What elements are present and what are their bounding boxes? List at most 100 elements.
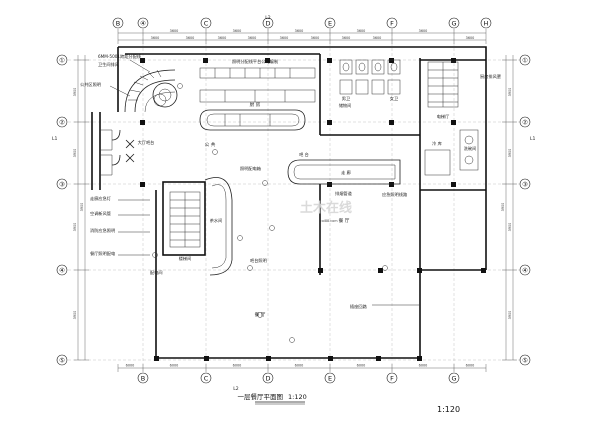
room-elevator-hall: 电梯厅 — [437, 113, 450, 120]
svg-text:3600: 3600 — [311, 36, 320, 40]
svg-text:G: G — [451, 20, 456, 28]
svg-text:3900: 3900 — [508, 311, 512, 320]
svg-text:3600: 3600 — [248, 36, 257, 40]
room-wash: 洗碗间 — [464, 145, 477, 152]
svg-text:①: ① — [522, 57, 528, 65]
svg-text:3600: 3600 — [233, 29, 242, 33]
axis-bubble-left-4: ④ — [56, 264, 68, 276]
axis-bubble-bottom-1: C — [200, 372, 212, 384]
annotation-13: 应急照明线路 — [382, 191, 408, 198]
watermark: 土木在线 coi88.com — [300, 200, 352, 223]
room-upper-corridor: 照明分配线平台公司编制 — [232, 58, 278, 65]
svg-text:②: ② — [522, 119, 528, 127]
toilet-fixtures — [339, 59, 401, 95]
svg-text:④: ④ — [522, 267, 528, 275]
left-axis-bubbles: ① ② ③ ④ ⑤ — [56, 54, 68, 366]
svg-text:3900: 3900 — [73, 311, 77, 320]
svg-text:F: F — [390, 375, 394, 383]
room-labels: 照明分配线平台公司编制 厨 房 储物间 电梯厅 公 共 走 廊 大厅吧台 吧 台… — [138, 58, 477, 318]
axis-bubble-top-7: H — [480, 17, 492, 29]
drawing-title-scale: 1:120 — [288, 393, 307, 401]
room-bar-right: 吧 台 — [299, 151, 309, 158]
top-dimension-chain — [117, 29, 487, 44]
axis-bubble-bottom-4: F — [386, 372, 398, 384]
svg-text:3600: 3600 — [373, 36, 382, 40]
svg-text:④: ④ — [140, 20, 146, 28]
svg-text:6000: 6000 — [295, 364, 304, 368]
annotation-7: 餐厅照明配电 — [90, 250, 116, 257]
axis-bubble-right-4: ④ — [519, 264, 531, 276]
room-storage: 储物间 — [339, 102, 352, 109]
drawing-title-block: 一层餐厅平面图 1:120 1:120 — [238, 392, 461, 414]
svg-text:6000: 6000 — [170, 364, 179, 368]
svg-text:3900: 3900 — [508, 88, 512, 97]
annotation-4: 走廊应急灯 — [90, 195, 112, 202]
svg-text:F: F — [390, 20, 394, 28]
svg-text:C: C — [204, 375, 209, 383]
right-dim-label: L1 — [530, 136, 536, 142]
svg-text:③: ③ — [522, 181, 528, 189]
annotation-6: 消防应急照明 — [90, 227, 115, 234]
svg-text:6000: 6000 — [233, 364, 242, 368]
axis-bubble-right-3: ③ — [519, 178, 531, 190]
svg-text:3600: 3600 — [151, 36, 160, 40]
svg-text:E: E — [328, 20, 332, 28]
top-axis-bubbles: ④ C D E F G H B — [112, 17, 492, 29]
svg-text:3600: 3600 — [280, 36, 289, 40]
svg-text:3600: 3600 — [357, 29, 366, 33]
svg-text:3600: 3600 — [186, 36, 195, 40]
left-dim-label: L1 — [52, 136, 58, 142]
annotation-14: 吧台照明 — [250, 257, 267, 264]
room-bottom-hall: 餐 厅 — [255, 311, 266, 318]
annotation-9: 照明配电箱 — [240, 165, 261, 172]
svg-text:3600: 3600 — [170, 29, 179, 33]
spiral-stair — [124, 69, 176, 113]
svg-text:6000: 6000 — [357, 364, 366, 368]
axis-bubble-top-5: F — [386, 17, 398, 29]
axis-bubble-right-5: ⑤ — [519, 354, 531, 366]
svg-text:3900: 3900 — [501, 203, 505, 212]
room-wc-right: 女卫 — [390, 95, 398, 102]
svg-text:D: D — [265, 20, 270, 28]
annotation-12: 插座回路 — [350, 303, 368, 310]
bottom-dim-label: L2 — [233, 386, 239, 392]
room-corridor: 走 廊 — [341, 169, 351, 176]
kitchen-equipment-row — [199, 67, 316, 103]
watermark-text: 土木在线 — [300, 200, 352, 216]
svg-text:3900: 3900 — [508, 223, 512, 232]
curved-bar-left — [204, 177, 233, 276]
svg-text:3600: 3600 — [419, 29, 428, 33]
axis-bubble-right-2: ② — [519, 116, 531, 128]
svg-text:6000: 6000 — [466, 364, 475, 368]
svg-text:B: B — [116, 20, 120, 28]
annotation-8: 配电间 — [150, 269, 163, 276]
axis-bubble-top-6: G — [448, 17, 460, 29]
svg-text:D: D — [265, 375, 270, 383]
sheet-scale: 1:120 — [437, 405, 460, 414]
svg-text:C: C — [204, 20, 209, 28]
axis-bubble-left-5: ⑤ — [56, 354, 68, 366]
entrance-doors — [100, 129, 135, 176]
bottom-dimension-chain: 6000 6000 6000 6000 6000 6000 6000 — [117, 364, 487, 372]
axis-bubble-top-0: B — [112, 17, 124, 29]
axis-bubble-top-2: C — [200, 17, 212, 29]
axis-bubble-bottom-5: G — [448, 372, 460, 384]
svg-text:B: B — [141, 375, 145, 383]
room-dining-center: 公 共 — [205, 141, 216, 148]
annotation-5: 空调新风管 — [90, 210, 111, 217]
svg-text:6000: 6000 — [419, 364, 428, 368]
round-bar — [152, 82, 178, 108]
top-dim-label: L2 — [265, 15, 271, 21]
annotation-10: 排烟管道 — [335, 190, 353, 197]
svg-text:H: H — [484, 20, 489, 28]
svg-text:6000: 6000 — [126, 364, 135, 368]
watermark-subtext: coi88.com — [320, 219, 338, 223]
kitchen-counter — [199, 109, 306, 131]
grid-lines — [68, 28, 520, 373]
drawing-title: 一层餐厅平面图 — [238, 392, 284, 401]
annotations: 6MM-5001跨距分配线 卫生间排风 公共区照明 走廊应急灯 空调新风管 消防… — [80, 53, 501, 310]
building-walls — [91, 46, 487, 359]
room-wc-left: 男卫 — [342, 96, 350, 102]
